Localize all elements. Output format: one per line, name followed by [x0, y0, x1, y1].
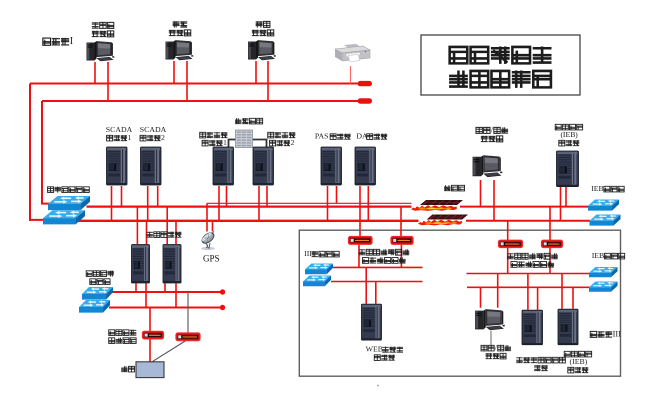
svg-text:2: 2: [161, 133, 165, 142]
svg-text:IEB: IEB: [592, 251, 605, 260]
svg-text:IEB: IEB: [591, 184, 604, 193]
svg-text:2: 2: [291, 138, 295, 147]
svg-text:III: III: [613, 330, 622, 339]
svg-text:PAS: PAS: [315, 132, 329, 141]
svg-text:I: I: [70, 36, 73, 47]
svg-text:DA: DA: [356, 132, 368, 141]
svg-text:SCADA: SCADA: [106, 125, 133, 134]
svg-text:(IEB): (IEB): [570, 357, 588, 366]
svg-text:): ): [575, 130, 578, 139]
svg-text:SCADA: SCADA: [140, 125, 167, 134]
svg-text:1: 1: [223, 138, 227, 147]
svg-text:/: /: [491, 126, 494, 135]
svg-text:(: (: [561, 130, 564, 139]
svg-text:GPS: GPS: [203, 254, 220, 264]
svg-text:1: 1: [128, 133, 132, 142]
svg-text:IEB: IEB: [563, 130, 576, 139]
svg-text:III: III: [304, 249, 312, 258]
svg-text:/: /: [495, 343, 498, 352]
svg-text:WEB: WEB: [366, 345, 383, 354]
